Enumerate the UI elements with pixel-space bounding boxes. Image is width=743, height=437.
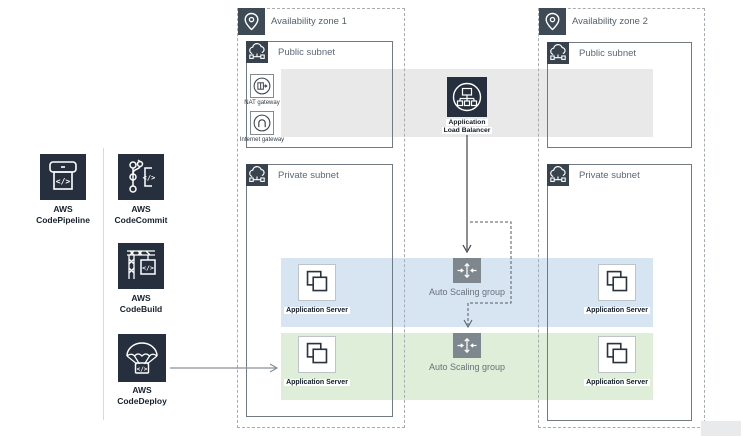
public-subnet-1-title: Public subnet — [278, 47, 336, 58]
codebuild-icon: </> — [118, 243, 164, 289]
svg-text:</>: </> — [142, 264, 154, 272]
codedeploy-icon: </> — [118, 334, 166, 382]
public-subnet-1-icon — [246, 41, 268, 63]
private-subnet-1-title: Private subnet — [278, 170, 339, 181]
auto-scaling-group-1-label: Auto Scaling group — [428, 287, 506, 297]
private-subnet-2-icon — [547, 164, 569, 186]
application-server-label-az2-green: Application Server — [584, 379, 650, 386]
availability-zone-1-icon — [238, 8, 265, 35]
availability-zone-1-title: Availability zone 1 — [271, 16, 347, 27]
codepipeline-icon: </> — [40, 154, 86, 200]
application-server-icon-az1-blue — [298, 264, 336, 301]
private-subnet-2-title: Private subnet — [579, 170, 640, 181]
public-subnet-2-box — [547, 42, 692, 148]
svg-text:</>: </> — [137, 366, 148, 373]
application-server-label-az1-blue: Application Server — [284, 307, 350, 314]
codecommit-icon: </> — [118, 154, 164, 200]
application-server-icon-az1-green — [298, 336, 336, 373]
availability-zone-2-box — [538, 8, 705, 428]
auto-scaling-group-2-icon — [453, 333, 481, 358]
availability-zone-2-icon — [539, 8, 566, 35]
corner-artifact — [701, 421, 741, 436]
nat-gateway-label: NAT gateway — [244, 100, 280, 106]
public-subnet-2-icon — [547, 42, 569, 64]
application-load-balancer-icon — [447, 77, 487, 117]
pipeline-divider-line — [103, 148, 104, 420]
auto-scaling-group-1-icon — [453, 258, 481, 283]
application-server-icon-az2-blue — [598, 264, 636, 301]
application-server-label-az2-blue: Application Server — [584, 307, 650, 314]
public-subnet-2-title: Public subnet — [579, 48, 637, 59]
internet-gateway-icon — [250, 111, 274, 135]
private-subnet-1-box — [246, 164, 393, 417]
svg-text:</>: </> — [56, 177, 71, 186]
svg-text:</>: </> — [143, 174, 156, 182]
application-server-label-az1-green: Application Server — [284, 379, 350, 386]
internet-gateway-label: Internet gateway — [239, 137, 285, 143]
auto-scaling-group-2-label: Auto Scaling group — [428, 362, 506, 372]
nat-gateway-icon — [250, 74, 274, 98]
availability-zone-1-box — [237, 8, 405, 428]
public-subnet-1-box — [246, 41, 393, 148]
application-server-icon-az2-green — [598, 336, 636, 373]
private-subnet-1-icon — [246, 164, 268, 186]
availability-zone-2-title: Availability zone 2 — [572, 16, 648, 27]
private-subnet-2-box — [547, 164, 692, 421]
